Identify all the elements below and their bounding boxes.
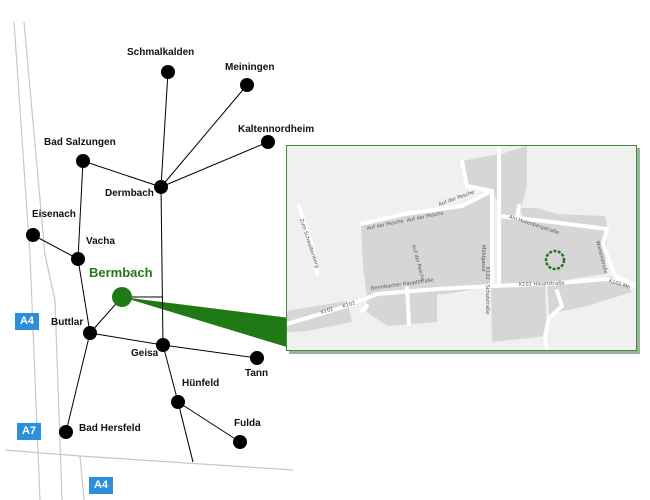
city-dot-kaltennordheim [261,135,275,149]
city-dot-bad-hersfeld [59,425,73,439]
city-label-geisa: Geisa [131,348,159,359]
highlight-label-bermbach: Bermbach [89,265,153,280]
city-label-vacha: Vacha [86,236,115,247]
inset-pointer [122,297,290,348]
inset-detail-map: Zum Schwalbenberg Auf der Pesche Auf der… [286,145,637,351]
city-dot-meiningen [240,78,254,92]
motorway-shield-a7: A7 [17,423,41,440]
city-dot-buttlar [83,326,97,340]
city-label-fulda: Fulda [234,418,261,429]
inset-location-marker [544,249,566,271]
city-label-schmalkalden: Schmalkalden [127,47,195,58]
city-dot-geisa [156,338,170,352]
city-dot-fulda [233,435,247,449]
motorway-lines [4,21,294,500]
city-dot-dermbach [154,180,168,194]
city-dot-schmalkalden [161,65,175,79]
highlight-dot-bermbach [112,287,132,307]
city-dot-huenfeld [171,395,185,409]
city-label-dermbach: Dermbach [105,188,154,199]
city-dot-eisenach [26,228,40,242]
city-label-eisenach: Eisenach [32,209,76,220]
inset-street-map [287,146,636,350]
city-label-buttlar: Buttlar [51,317,84,328]
city-label-bad-hersfeld: Bad Hersfeld [79,423,141,434]
city-dot-bad-salzungen [76,154,90,168]
street-label-k102-schulstrasse: K102 · Schulstraße [484,267,490,315]
city-label-huenfeld: Hünfeld [182,378,220,389]
city-label-meiningen: Meiningen [225,62,275,73]
motorway-shield-a4-west: A4 [15,313,39,330]
motorway-shield-a4-south: A4 [89,477,113,494]
city-label-tann: Tann [245,368,269,379]
city-dot-vacha [71,252,85,266]
city-dot-tann [250,351,264,365]
city-label-bad-salzungen: Bad Salzungen [44,137,116,148]
road-lines [32,71,269,463]
city-label-kaltennordheim: Kaltennordheim [238,124,315,135]
